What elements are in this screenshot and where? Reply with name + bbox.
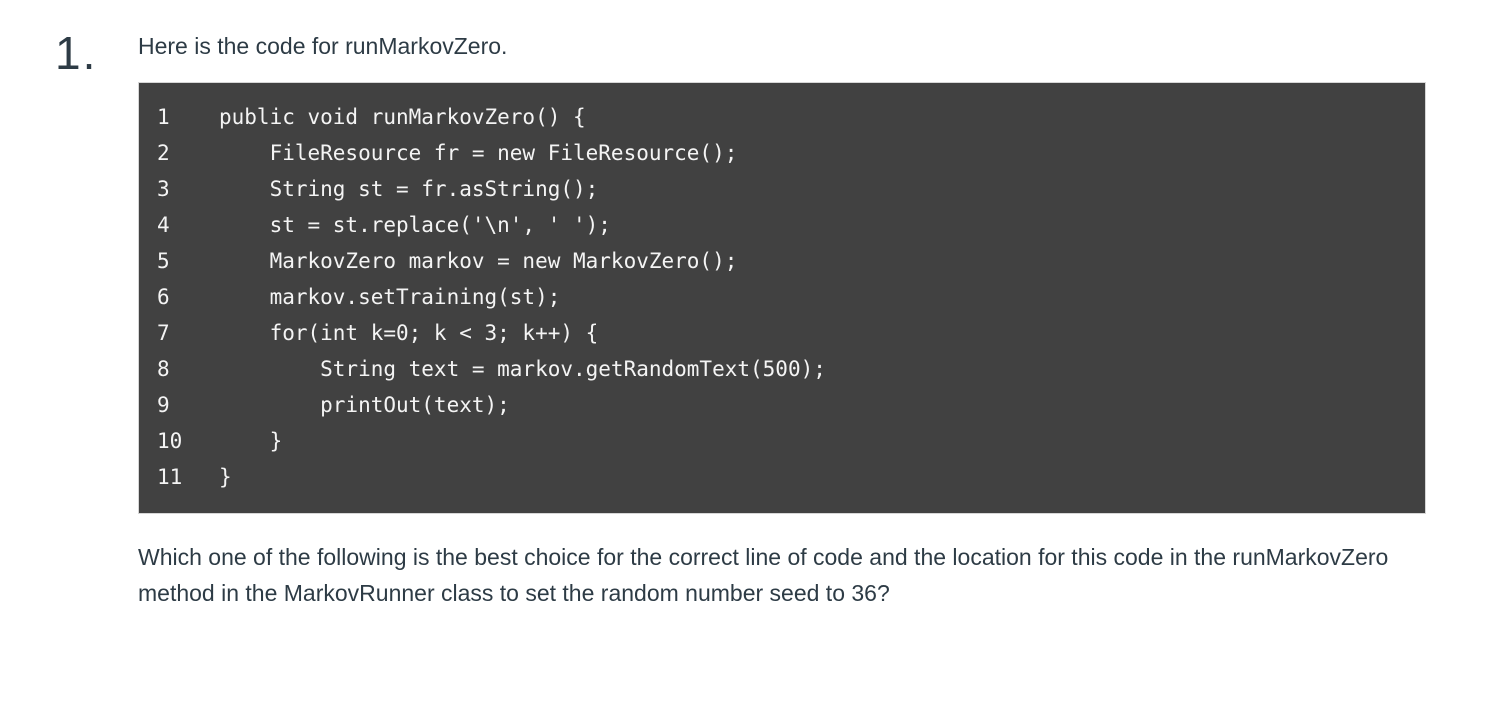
code-line: 7 for(int k=0; k < 3; k++) {: [139, 315, 1425, 351]
line-content: printOut(text);: [219, 393, 510, 418]
line-number: 11: [157, 465, 183, 490]
code-line: 11 }: [139, 459, 1425, 495]
code-line: 10 }: [139, 423, 1425, 459]
code-line: 5 MarkovZero markov = new MarkovZero();: [139, 243, 1425, 279]
line-content: public void runMarkovZero() {: [219, 105, 586, 130]
line-content: }: [219, 429, 283, 454]
line-number: 9: [157, 393, 170, 418]
line-content: FileResource fr = new FileResource();: [219, 141, 738, 166]
code-block: 1 public void runMarkovZero() { 2 FileRe…: [138, 82, 1426, 515]
line-content: markov.setTraining(st);: [219, 285, 561, 310]
code-line: 1 public void runMarkovZero() {: [139, 99, 1425, 135]
line-content: MarkovZero markov = new MarkovZero();: [219, 249, 738, 274]
code-line: 9 printOut(text);: [139, 387, 1425, 423]
line-content: }: [219, 465, 232, 490]
line-number: 8: [157, 357, 170, 382]
line-content: String st = fr.asString();: [219, 177, 599, 202]
question-prompt: Here is the code for runMarkovZero.: [138, 33, 508, 59]
code-line: 2 FileResource fr = new FileResource();: [139, 135, 1425, 171]
question-number: 1.: [55, 27, 98, 79]
line-number: 6: [157, 285, 170, 310]
question-body: Here is the code for runMarkovZero. 1 pu…: [138, 30, 1448, 611]
line-number: 2: [157, 141, 170, 166]
line-content: String text = markov.getRandomText(500);: [219, 357, 826, 382]
quiz-question: 1. Here is the code for runMarkovZero. 1…: [55, 27, 1448, 611]
line-number: 4: [157, 213, 170, 238]
line-number: 3: [157, 177, 170, 202]
line-content: for(int k=0; k < 3; k++) {: [219, 321, 599, 346]
code-line: 4 st = st.replace('\n', ' ');: [139, 207, 1425, 243]
line-number: 1: [157, 105, 170, 130]
question-text: Which one of the following is the best c…: [138, 544, 1389, 606]
code-line: 6 markov.setTraining(st);: [139, 279, 1425, 315]
line-number: 10: [157, 429, 183, 454]
code-line: 8 String text = markov.getRandomText(500…: [139, 351, 1425, 387]
line-number: 5: [157, 249, 170, 274]
line-number: 7: [157, 321, 170, 346]
line-content: st = st.replace('\n', ' ');: [219, 213, 611, 238]
code-line: 3 String st = fr.asString();: [139, 171, 1425, 207]
